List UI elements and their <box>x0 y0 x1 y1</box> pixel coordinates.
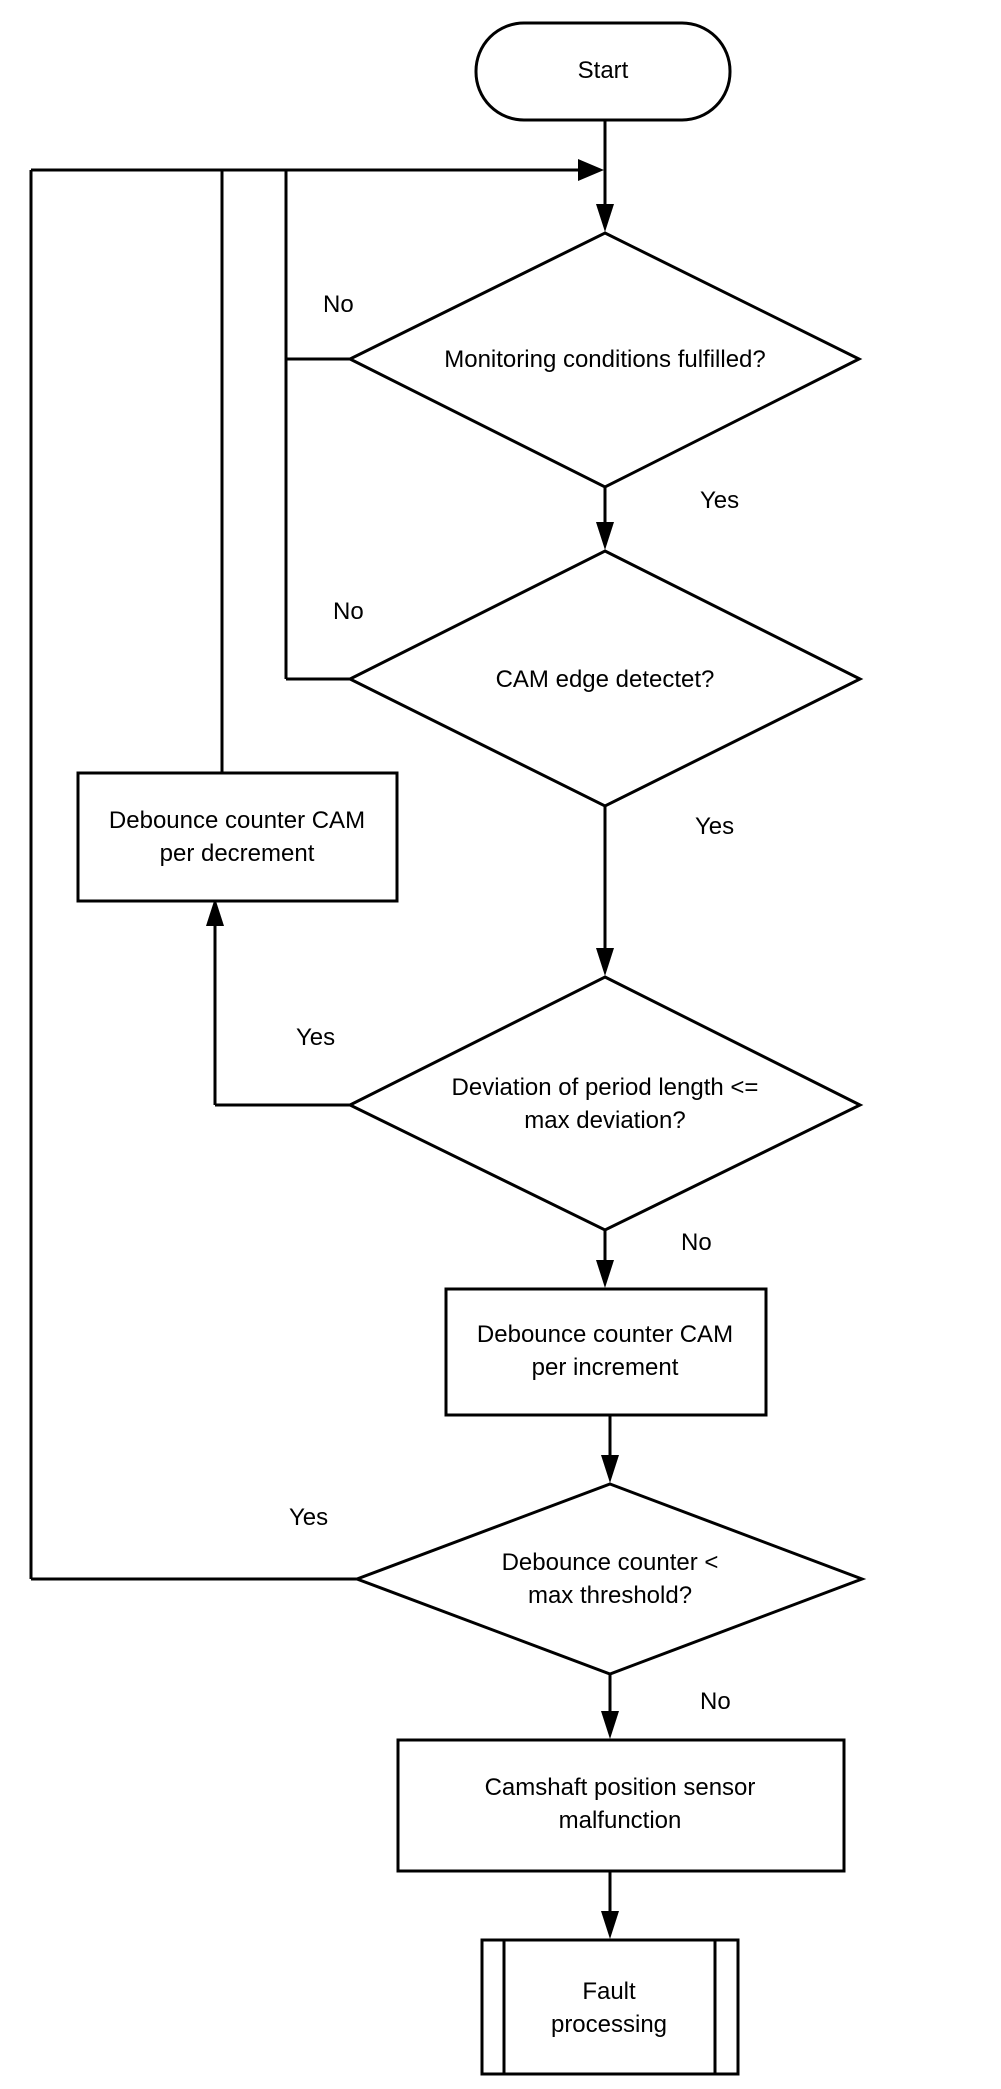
fault-box <box>480 1938 740 2076</box>
arrowhead-deviation <box>596 948 614 976</box>
cam-edge-label: CAM edge detectet? <box>496 666 715 693</box>
threshold-diamond <box>352 1482 867 1676</box>
deviation-yes-label: Yes <box>296 1024 335 1051</box>
fault-label-line2: processing <box>551 2011 667 2038</box>
arrowhead-cam-edge <box>596 522 614 550</box>
increment-label-line2: per increment <box>532 1354 679 1381</box>
cam-edge-diamond <box>346 549 864 808</box>
malfunction-box <box>396 1738 846 1873</box>
decrement-process: Debounce counter CAM per decrement <box>76 771 399 903</box>
malfunction-process: Camshaft position sensor malfunction <box>396 1738 846 1873</box>
arrowhead-increment <box>596 1260 614 1288</box>
cam-edge-yes-label: Yes <box>695 813 734 840</box>
arrowhead-fault <box>601 1911 619 1939</box>
increment-process: Debounce counter CAM per increment <box>444 1287 768 1417</box>
monitoring-diamond <box>346 231 863 489</box>
fault-process: Fault processing <box>480 1938 740 2076</box>
decrement-box <box>76 771 399 903</box>
arrowheads <box>206 159 619 1939</box>
deviation-decision: Deviation of period length <= max deviat… <box>346 975 864 1232</box>
malfunction-label-line1: Camshaft position sensor <box>485 1774 756 1801</box>
malfunction-label-line2: malfunction <box>559 1807 682 1834</box>
deviation-diamond <box>346 975 864 1232</box>
start-shape <box>474 21 732 122</box>
connectors <box>29 120 612 1912</box>
arrowhead-threshold <box>601 1455 619 1483</box>
threshold-yes-label: Yes <box>289 1504 328 1531</box>
decrement-label-line1: Debounce counter CAM <box>109 807 365 834</box>
fault-label-line1: Fault <box>582 1978 636 2005</box>
cam-edge-decision: CAM edge detectet? <box>346 549 864 808</box>
arrowhead-monitoring <box>596 204 614 232</box>
monitoring-no-label: No <box>323 291 354 318</box>
decrement-label-line2: per decrement <box>160 840 315 867</box>
deviation-no-label: No <box>681 1229 712 1256</box>
start-label: Start <box>578 57 629 84</box>
arrowhead-malfunction <box>601 1711 619 1739</box>
increment-box <box>444 1287 768 1417</box>
threshold-no-label: No <box>700 1688 731 1715</box>
threshold-decision: Debounce counter < max threshold? <box>352 1482 867 1676</box>
threshold-label-line2: max threshold? <box>528 1582 692 1609</box>
branch-labels: No Yes No Yes Yes No Yes No <box>289 291 739 1715</box>
start-node: Start <box>474 21 732 122</box>
cam-edge-no-label: No <box>333 598 364 625</box>
deviation-label-line2: max deviation? <box>524 1107 685 1134</box>
increment-label-line1: Debounce counter CAM <box>477 1321 733 1348</box>
threshold-label-line1: Debounce counter < <box>502 1549 719 1576</box>
arrowhead-loop-top <box>578 159 604 181</box>
monitoring-yes-label: Yes <box>700 487 739 514</box>
deviation-label-line1: Deviation of period length <= <box>452 1074 759 1101</box>
arrowhead-decrement <box>206 898 224 926</box>
monitoring-label: Monitoring conditions fulfilled? <box>444 346 766 373</box>
monitoring-decision: Monitoring conditions fulfilled? <box>346 231 863 489</box>
